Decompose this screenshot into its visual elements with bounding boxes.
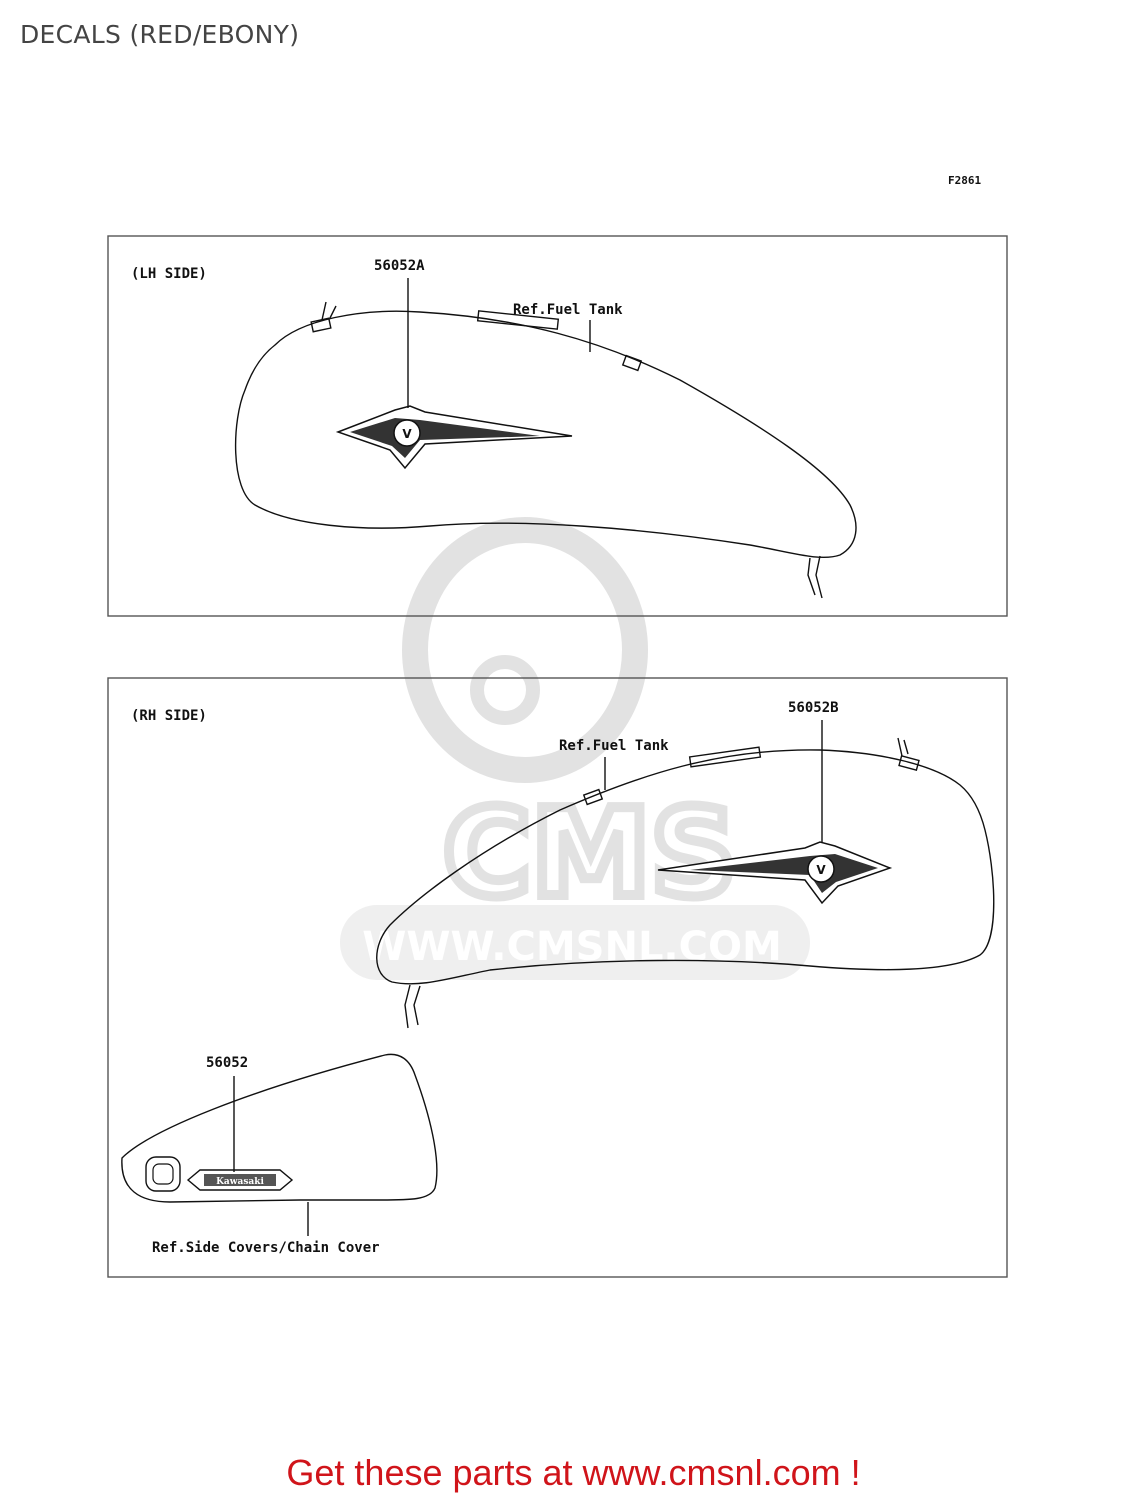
- rh-decal-emblem: V: [657, 841, 893, 905]
- lh-tank-cap-plate: [476, 310, 560, 330]
- lh-tank-bracket-rear: [621, 354, 643, 372]
- side-cover-outline: [121, 1053, 438, 1203]
- panel-lh-side: (LH SIDE) V 56052A Ref.Fuel Tank: [107, 235, 1008, 617]
- rh-tank-bracket-rear: [582, 788, 604, 806]
- lh-ref-fuel-tank: Ref.Fuel Tank: [513, 302, 623, 318]
- watermark-logo-text: CMS: [443, 785, 737, 924]
- rh-side-label: (RH SIDE): [131, 708, 207, 724]
- footer-cta-link[interactable]: Get these parts at www.cmsnl.com !: [286, 1452, 861, 1493]
- rh-fuel-tank-outline: [376, 749, 995, 985]
- rh-decal-part-number: 56052B: [788, 700, 839, 716]
- watermark: CMS WWW.CMSNL.COM: [340, 517, 810, 980]
- watermark-banner: [340, 905, 810, 980]
- side-cover-emblem: Kawasaki: [186, 1169, 294, 1191]
- lh-decal-emblem: V: [335, 405, 573, 470]
- rh-ref-fuel-tank: Ref.Fuel Tank: [559, 738, 669, 754]
- side-cover-grommet: [145, 1156, 181, 1192]
- lh-fuel-filler: [807, 555, 823, 599]
- rh-tank-bracket-front: [898, 754, 920, 772]
- page-title: DECALS (RED/EBONY): [20, 20, 300, 49]
- svg-text:V: V: [816, 863, 826, 877]
- rh-tank-cap-plate: [688, 746, 762, 768]
- parts-diagram: CMS WWW.CMSNL.COM F2861 (LH SIDE) V 5605…: [107, 174, 1008, 1278]
- lh-side-label: (LH SIDE): [131, 266, 207, 282]
- figure-code: F2861: [948, 174, 981, 187]
- side-cover-ref: Ref.Side Covers/Chain Cover: [152, 1240, 380, 1256]
- side-cover-part-number: 56052: [206, 1055, 248, 1071]
- watermark-mascot-eye: [470, 655, 540, 725]
- watermark-mascot-head: [402, 517, 648, 783]
- panel-rh-side: (RH SIDE) V 56052B Ref.Fuel Tank Kawa: [107, 677, 1008, 1278]
- side-cover-emblem-text: Kawasaki: [216, 1177, 264, 1187]
- watermark-url: WWW.CMSNL.COM: [362, 924, 782, 970]
- lh-tank-bracket-front: [310, 317, 332, 333]
- svg-text:V: V: [402, 427, 412, 441]
- lh-decal-part-number: 56052A: [374, 258, 425, 274]
- rh-fuel-filler: [404, 984, 421, 1029]
